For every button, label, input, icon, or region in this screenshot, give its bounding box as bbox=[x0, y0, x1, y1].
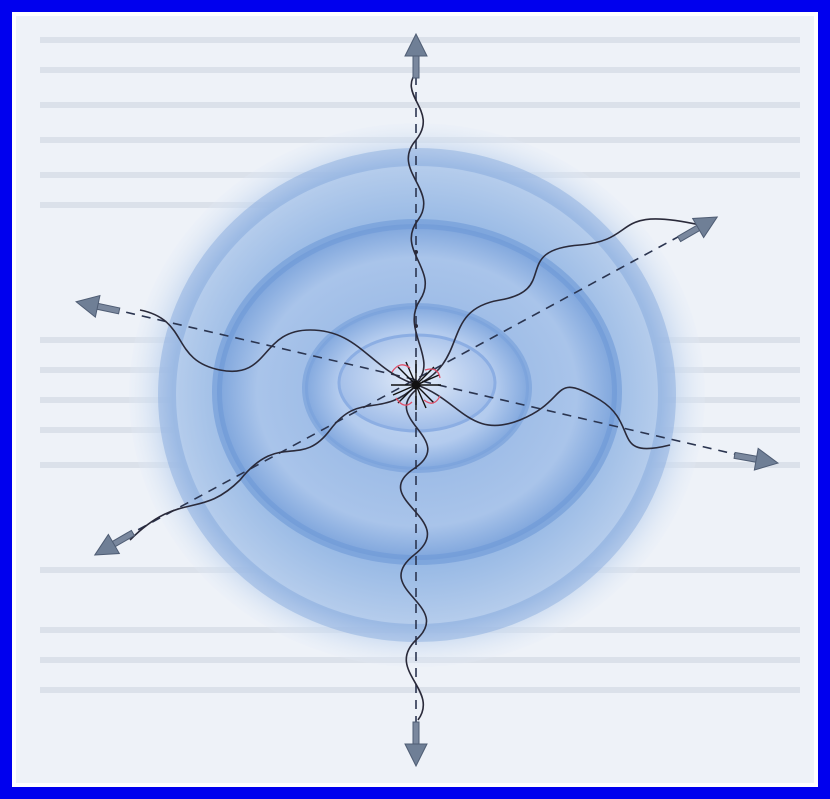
figure-canvas bbox=[16, 16, 814, 783]
arrow-icon-upper-right bbox=[674, 207, 723, 248]
arrow-icon-lower-left bbox=[89, 523, 138, 564]
source-point-icon bbox=[391, 360, 441, 410]
spherical-wave-diagram bbox=[16, 16, 814, 783]
arrow-icon-left bbox=[74, 291, 122, 322]
arrow-icon-right bbox=[733, 445, 780, 474]
arrow-icon-down bbox=[405, 722, 427, 766]
